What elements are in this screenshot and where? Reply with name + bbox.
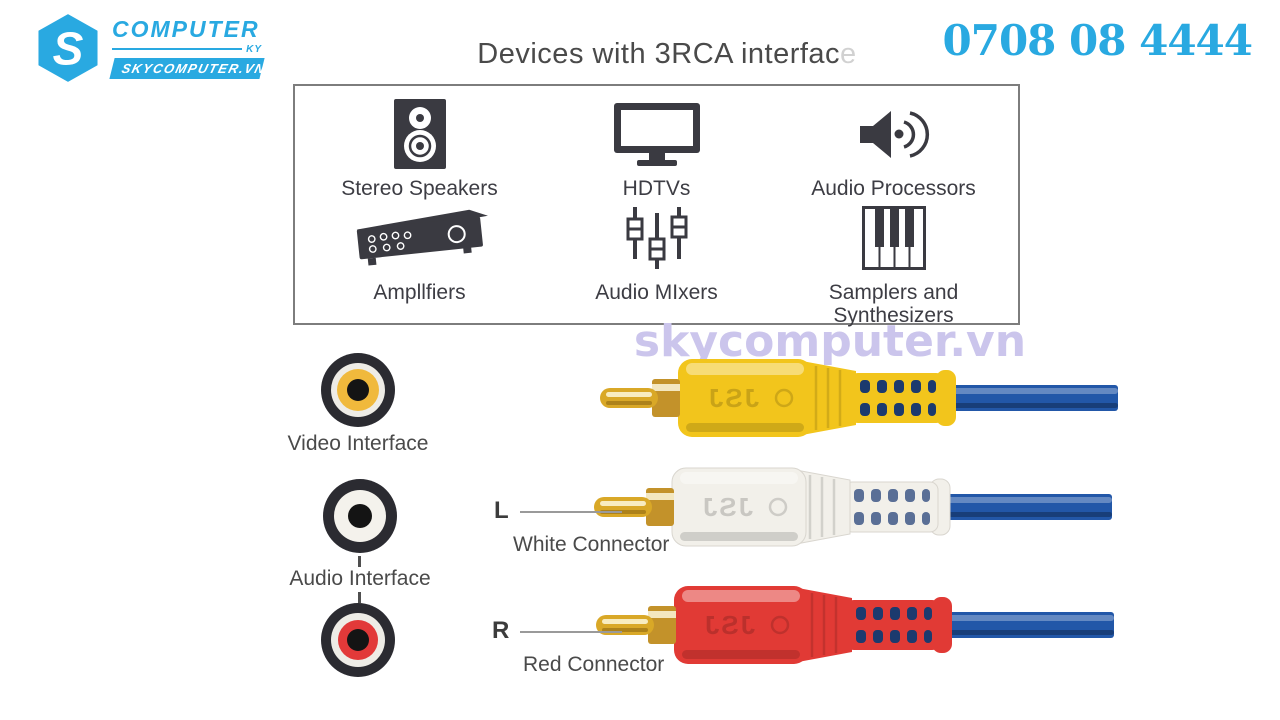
rca-connector-red: JSJ [594,570,1114,680]
pointer-line [520,631,622,633]
device-item-amplifiers: Ampllfiers [301,200,538,327]
logo-divider-line [112,48,243,50]
mixer-sliders-icon [625,200,689,276]
audio-interface-label: Audio Interface [289,567,431,590]
page-title-cut: e [840,38,857,70]
tv-icon [612,96,702,172]
dashed-link [358,556,361,567]
logo-title: COMPUTER [112,15,260,42]
phone-number: 0708 08 4444 [942,16,1253,65]
connector-marking: JSJ [703,610,755,640]
logo-letter: S [53,23,84,75]
logo-banner: SKYCOMPUTER.VN [109,57,268,79]
audio-jack-white [323,479,397,553]
device-label: HDTVs [622,177,691,200]
page-title-text: Devices with 3RCA interfac [477,38,841,70]
device-label: Audio MIxers [595,281,718,305]
brand-logo: S COMPUTER KY SKYCOMPUTER.VN [32,12,268,84]
logo-sub: KY [246,43,262,55]
video-interface-label: Video Interface [287,432,429,455]
audio-jack-red [321,603,395,677]
logo-sub-row: KY [112,44,262,55]
channel-right-label: R [492,617,510,644]
devices-box: Stereo Speakers HDTVs [293,84,1020,327]
logo-hexagon-icon: S [38,14,98,82]
red-connector-label: Red Connector [523,653,665,676]
piano-keys-icon [861,200,926,276]
white-connector-label: White Connector [513,533,670,556]
device-item-audio-mixers: Audio MIxers [538,200,775,327]
device-item-stereo-speakers: Stereo Speakers [301,96,538,200]
device-label: Audio Processors [811,177,976,200]
logo-text-block: COMPUTER KY SKYCOMPUTER.VN [109,15,268,79]
device-label: Stereo Speakers [341,177,498,200]
speaker-wave-icon [858,96,930,172]
device-item-samplers: Samplers and Synthesizers [775,200,1012,327]
rca-connector-white: JSJ [592,452,1112,562]
page-title: Devices with 3RCA interface [452,38,882,71]
channel-left-label: L [494,497,509,524]
watermark: skycomputer.vn [633,316,1027,367]
dashed-link [358,592,361,603]
device-item-audio-processors: Audio Processors [775,96,1012,200]
stereo-speaker-icon [393,96,446,172]
video-jack-yellow [321,353,395,427]
connector-marking: JSJ [707,383,759,413]
device-label: Ampllfiers [373,281,466,305]
amplifier-icon [344,200,496,276]
connector-marking: JSJ [701,492,753,522]
pointer-line [520,511,622,513]
rca-connector-yellow: JSJ [598,343,1118,453]
device-item-hdtvs: HDTVs [538,96,775,200]
device-label: Samplers and Synthesizers [828,281,959,328]
